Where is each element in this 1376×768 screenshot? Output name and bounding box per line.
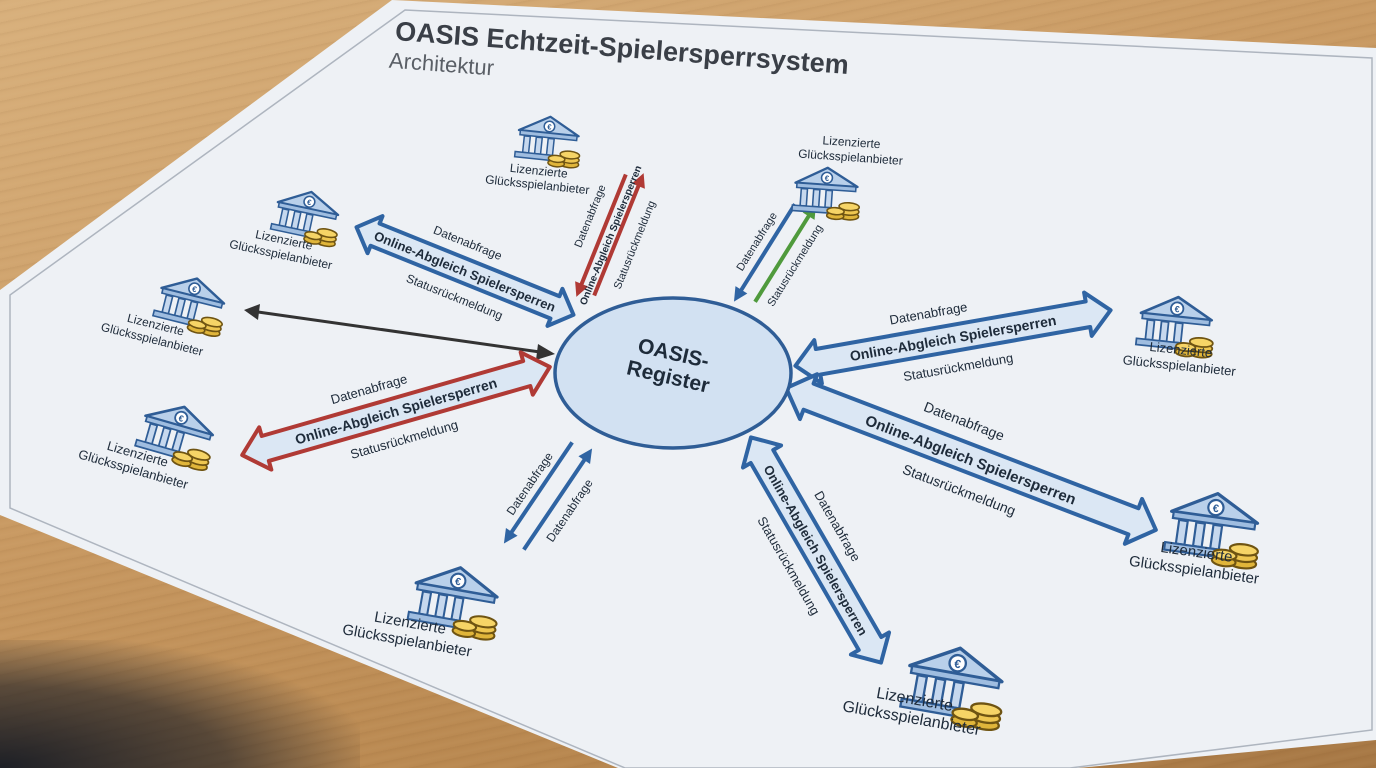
connector-left-dark xyxy=(244,304,555,360)
oasis-register-node: OASIS- Register xyxy=(553,296,793,450)
provider-label-line1: Lizenzierte xyxy=(1149,339,1213,360)
provider-label-line1: Lizenzierte xyxy=(822,133,881,151)
corner-shadow xyxy=(0,640,360,768)
provider-label-line1: Lizenzierte xyxy=(509,161,569,181)
